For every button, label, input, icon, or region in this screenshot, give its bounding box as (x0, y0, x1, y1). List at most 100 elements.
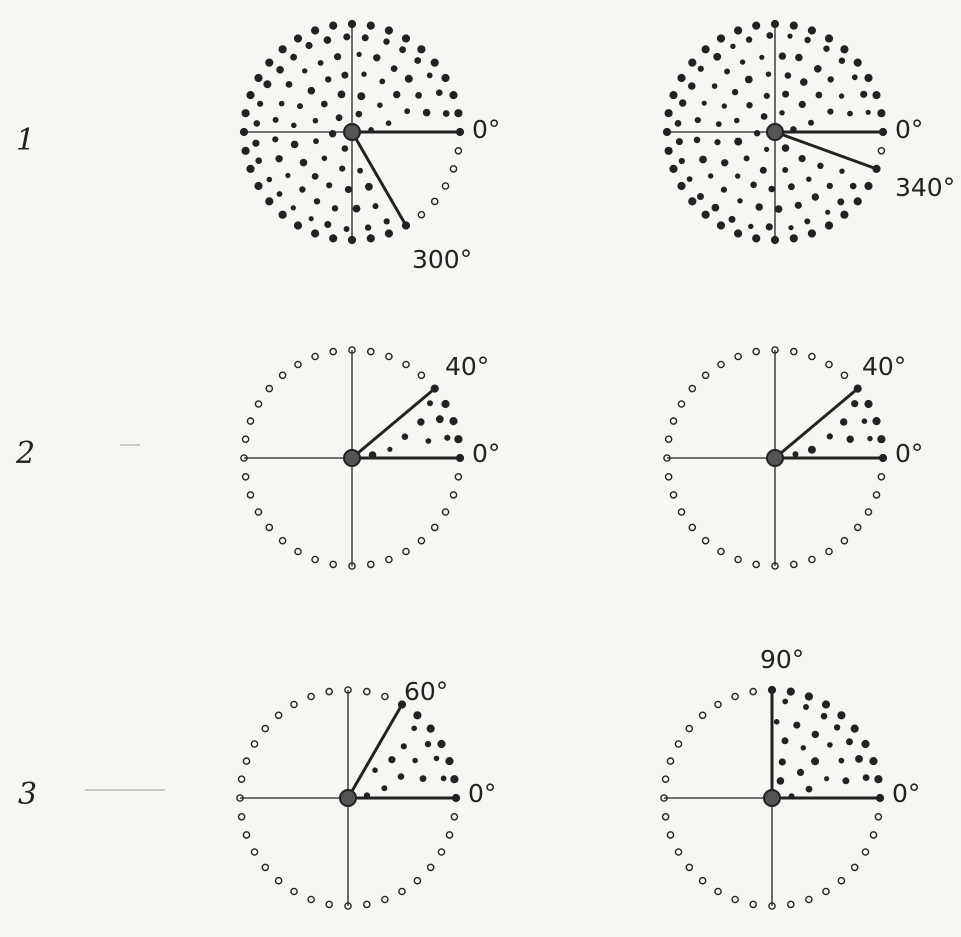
sector-dot (748, 223, 754, 230)
sector-dot (356, 51, 362, 58)
rim-dot (254, 73, 263, 83)
rim-dot (688, 197, 697, 206)
rim-dot (877, 146, 886, 155)
rim-dot (441, 73, 450, 83)
sector-dot (343, 226, 350, 232)
rim-dot (366, 347, 375, 356)
rim-dot (790, 560, 798, 569)
sector-dot (746, 102, 753, 109)
rim-dot (294, 547, 302, 556)
sector-dot (753, 130, 761, 137)
sector-dot (365, 182, 373, 191)
sector-dot (720, 186, 728, 193)
rim-dot (807, 26, 817, 35)
sector-dot (266, 176, 273, 183)
sector-dot (773, 719, 780, 725)
rim-dot (293, 221, 303, 230)
angle-diagram-r3-1: 0°60° (236, 677, 496, 910)
rim-dot (366, 234, 375, 243)
rim-dot (734, 555, 742, 564)
rim-dot (669, 491, 678, 499)
sector-dot (324, 221, 332, 228)
sector-dot (867, 435, 873, 442)
rim-dot (430, 197, 439, 206)
sector-dot (425, 438, 432, 444)
sector-dot (833, 724, 841, 731)
center-hub (343, 123, 361, 141)
rim-dot (808, 352, 816, 361)
rim-dot (786, 687, 795, 696)
rim-dot (437, 739, 446, 749)
rim-dot (445, 831, 454, 839)
sector-dot (750, 181, 757, 189)
sector-dot (399, 46, 406, 54)
rim-dot (454, 435, 463, 444)
rim-dot (250, 848, 259, 856)
sector-dot (768, 185, 775, 193)
sector-dot (427, 400, 433, 407)
sector-dot (781, 144, 790, 152)
rim-dot (701, 536, 710, 545)
start-angle-label: 0° (468, 779, 496, 808)
rim-dot (864, 399, 873, 409)
rim-dot (853, 58, 862, 67)
rim-dot (677, 400, 686, 408)
rim-dot (278, 210, 287, 219)
terminal-ray-tip (768, 686, 776, 694)
rim-dot (701, 371, 710, 380)
sector-dot (735, 173, 741, 179)
rim-dot (840, 45, 849, 54)
angle-diagram-r2-1: 0°40° (240, 346, 500, 570)
rim-dot (417, 210, 426, 219)
sector-dot (697, 193, 704, 200)
sector-dot (253, 120, 261, 127)
sector-dot (387, 446, 393, 452)
rim-dot (241, 146, 250, 155)
rim-dot (677, 508, 686, 516)
sector-dot (385, 120, 392, 126)
sector-dot (321, 155, 328, 162)
terminal-ray-tip (402, 221, 410, 230)
terminal-ray-tip (398, 700, 406, 709)
sector-dot (760, 113, 768, 120)
start-angle-label: 0° (895, 439, 923, 468)
rim-dot (384, 26, 394, 35)
rim-dot (450, 775, 459, 784)
sector-dot (320, 100, 328, 108)
sector-dot (782, 167, 789, 173)
sector-dot (774, 205, 783, 213)
sector-dot (840, 418, 848, 426)
rim-dot (265, 384, 274, 393)
sector-dot (764, 146, 770, 152)
sector-dot (393, 90, 401, 99)
sector-dot (694, 117, 701, 124)
sector-dot (837, 198, 845, 206)
sector-dot (849, 182, 857, 190)
rim-dot (325, 687, 334, 696)
end-angle-label: 40° (445, 352, 489, 381)
sector-dot (798, 100, 806, 108)
rim-dot (716, 34, 726, 43)
sector-dot (290, 205, 296, 211)
terminal-ray-tip (431, 385, 439, 393)
sector-dot (778, 758, 786, 766)
center-hub (343, 449, 361, 467)
rim-dot (311, 555, 319, 564)
rim-dot (294, 360, 302, 369)
row-label-3: 3 (18, 777, 37, 812)
angle-diagram-r1-1: 0°300° (239, 19, 500, 274)
rim-dot (311, 229, 320, 238)
rim-dot (677, 73, 686, 83)
sector-dot (272, 136, 279, 143)
sector-dot (715, 121, 722, 127)
rim-dot (749, 687, 758, 696)
rim-dot (717, 547, 725, 556)
rim-dot (441, 399, 450, 409)
sector-dot (711, 83, 718, 89)
rim-dot (449, 491, 458, 499)
sector-dot (795, 53, 803, 62)
sector-dot (372, 767, 378, 773)
sector-dot (804, 218, 811, 225)
sector-dot (825, 209, 831, 215)
